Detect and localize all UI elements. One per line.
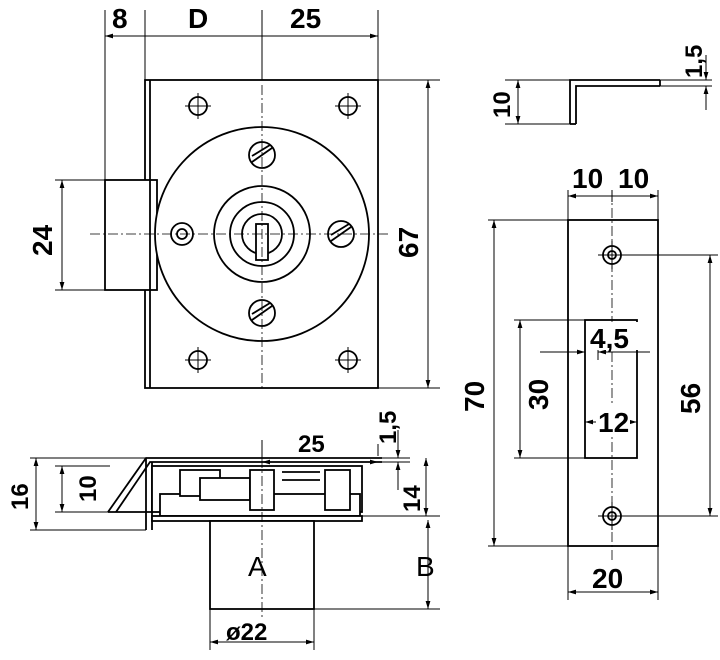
dim-12: 12 <box>598 407 629 438</box>
dim-67: 67 <box>393 227 424 258</box>
label-b: B <box>416 551 435 582</box>
dim-30: 30 <box>523 379 554 410</box>
dim-d: D <box>188 3 208 34</box>
dim-4-5: 4,5 <box>590 323 629 354</box>
dim-25-side: 25 <box>298 431 325 458</box>
dim-10-side: 10 <box>75 475 102 502</box>
dim-10-left: 10 <box>572 163 603 194</box>
dim-10-angle: 10 <box>489 91 516 118</box>
label-a: A <box>248 551 267 582</box>
dim-10-right: 10 <box>618 163 649 194</box>
dim-24: 24 <box>27 224 58 256</box>
front-view: 8 D 25 <box>27 3 440 390</box>
latch-bolt <box>104 179 158 291</box>
top-view: A 25 1,5 14 B 16 10 ø22 <box>7 411 440 650</box>
dim-8: 8 <box>112 3 128 34</box>
dim-1-5-angle: 1,5 <box>681 45 708 78</box>
dim-25-top: 25 <box>290 3 321 34</box>
dim-16: 16 <box>7 483 34 510</box>
dim-diameter-22: ø22 <box>226 619 267 646</box>
dim-14: 14 <box>399 485 426 512</box>
dim-70: 70 <box>459 381 490 412</box>
dim-56: 56 <box>675 383 706 414</box>
dim-20: 20 <box>592 563 623 594</box>
angle-detail: 10 1,5 <box>489 45 712 125</box>
strike-plate: 10 10 70 30 56 4,5 12 20 <box>459 163 718 600</box>
dim-1-5-side: 1,5 <box>375 411 402 444</box>
